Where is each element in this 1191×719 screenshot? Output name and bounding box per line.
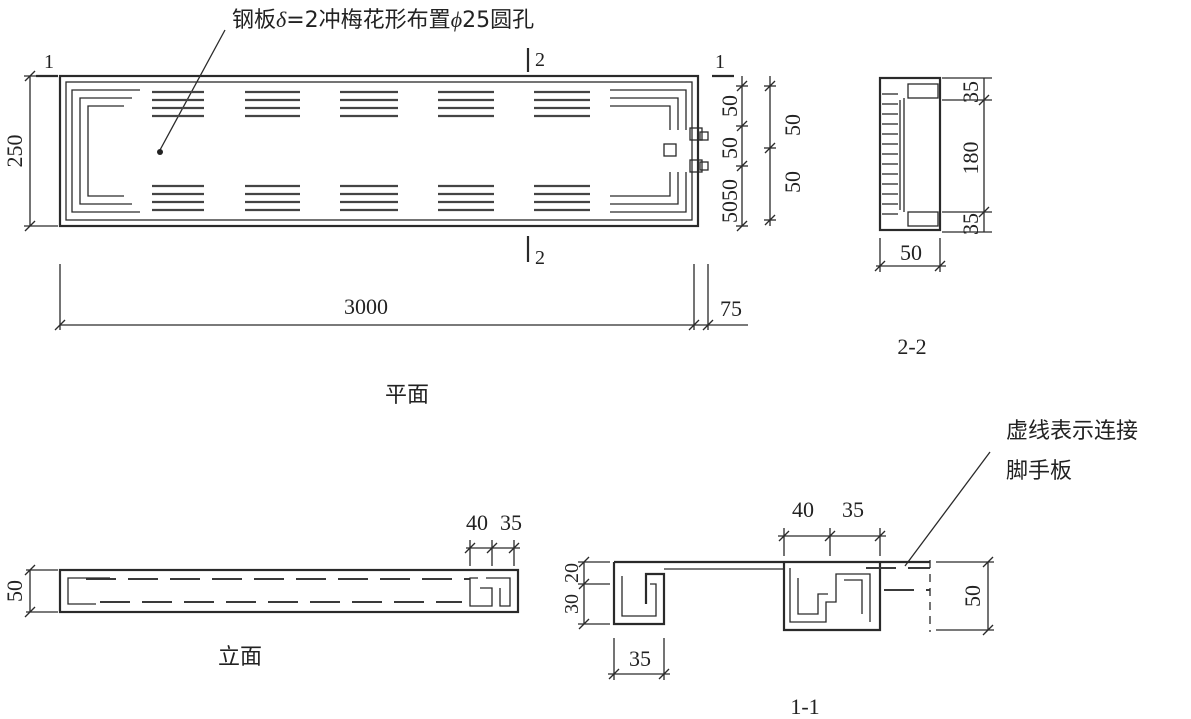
dim-250-label: 250 <box>2 135 27 168</box>
note-leader <box>904 451 991 567</box>
plan-right-frame-6 <box>610 172 671 197</box>
section-1-1-dim-40: 40 <box>792 497 814 522</box>
elevation-hook-2 <box>486 577 511 607</box>
dim-right-a-2: 50 <box>717 137 742 159</box>
dim-right-a-4: 50 <box>717 201 742 223</box>
plan-right-frame-3 <box>610 105 671 130</box>
dim-right-b-2: 50 <box>780 171 805 193</box>
dim-right-b-1: 50 <box>780 114 805 136</box>
plan-right-frame-5 <box>610 172 679 205</box>
plan-inner-outline <box>65 81 693 221</box>
annotation-leader <box>159 29 226 151</box>
elevation-inner-hook-left <box>67 577 110 605</box>
plan-left-frame-3 <box>87 105 124 197</box>
plan-right-frame-2 <box>610 97 679 130</box>
elevation-hook-1 <box>469 577 493 607</box>
plan-view: 1 1 2 2 250 3000 75 50 5 <box>2 48 805 408</box>
section-1-1: 40 35 20 30 35 50 1-1 <box>561 497 994 719</box>
plan-left-frame-1 <box>71 89 140 213</box>
section-2-2-dim-top: 35 <box>958 81 983 103</box>
dim-right-a-1: 50 <box>717 95 742 117</box>
dim-75-label: 75 <box>720 296 742 321</box>
section-2-2-label: 2-2 <box>897 334 926 359</box>
elevation-view: 40 35 50 立面 <box>2 510 522 670</box>
section-1-1-dim-50: 50 <box>960 585 985 607</box>
annotation-mid: =2冲梅花形布置 <box>286 8 450 33</box>
section-2-2: 35 180 35 50 2-2 <box>874 76 992 359</box>
section-1-1-dim-20: 20 <box>561 563 583 583</box>
annotation-delta: δ <box>276 7 287 32</box>
plan-right-frame-1 <box>610 89 687 130</box>
note-line-2: 脚手板 <box>1006 459 1072 484</box>
plan-hole-rows-top <box>152 90 590 118</box>
section-2-2-outline <box>878 76 942 232</box>
note-line-1: 虚线表示连接 <box>1006 419 1138 444</box>
steel-plate-annotation: 钢板δ=2冲梅花形布置ϕ25圆孔 <box>232 7 534 33</box>
section-2-2-dim-width: 50 <box>900 240 922 265</box>
elevation-outline <box>58 568 520 614</box>
section-1-1-dim-30: 30 <box>561 594 583 614</box>
plan-hole-rows-bottom <box>152 184 590 212</box>
elevation-label: 立面 <box>218 645 262 670</box>
dim-3000-label: 3000 <box>344 294 388 319</box>
annotation-phi: ϕ <box>451 7 462 32</box>
section-2-2-dim-mid: 180 <box>958 142 983 175</box>
section-2-2-hatch <box>882 93 898 215</box>
section-1-1-label: 1-1 <box>790 694 819 719</box>
section-1-1-right-hook <box>782 562 882 632</box>
plan-right-frame-4 <box>610 172 687 213</box>
plan-left-frame-2 <box>79 97 132 205</box>
section-mark-1-right-label: 1 <box>715 51 725 73</box>
section-mark-2-top-label: 2 <box>535 49 545 71</box>
section-1-1-left-hook <box>612 562 666 626</box>
section-1-1-dim-35: 35 <box>842 497 864 522</box>
section-2-2-dim-bottom: 35 <box>958 213 983 235</box>
plan-hook-tabs <box>663 127 709 173</box>
annotation-leader-dot <box>157 149 163 155</box>
section-mark-1-left-label: 1 <box>44 51 54 73</box>
elevation-dim-40: 40 <box>466 510 488 535</box>
section-1-1-dim-35-bottom: 35 <box>629 646 651 671</box>
plan-outline <box>58 74 700 228</box>
annotation-pre: 钢板 <box>232 8 276 33</box>
section-mark-2-bottom-label: 2 <box>535 247 545 269</box>
elevation-dim-50: 50 <box>2 580 27 602</box>
elevation-dim-35: 35 <box>500 510 522 535</box>
plan-view-label: 平面 <box>385 383 429 408</box>
dim-right-a-3: 50 <box>717 179 742 201</box>
annotation-post: 25圆孔 <box>462 8 534 33</box>
